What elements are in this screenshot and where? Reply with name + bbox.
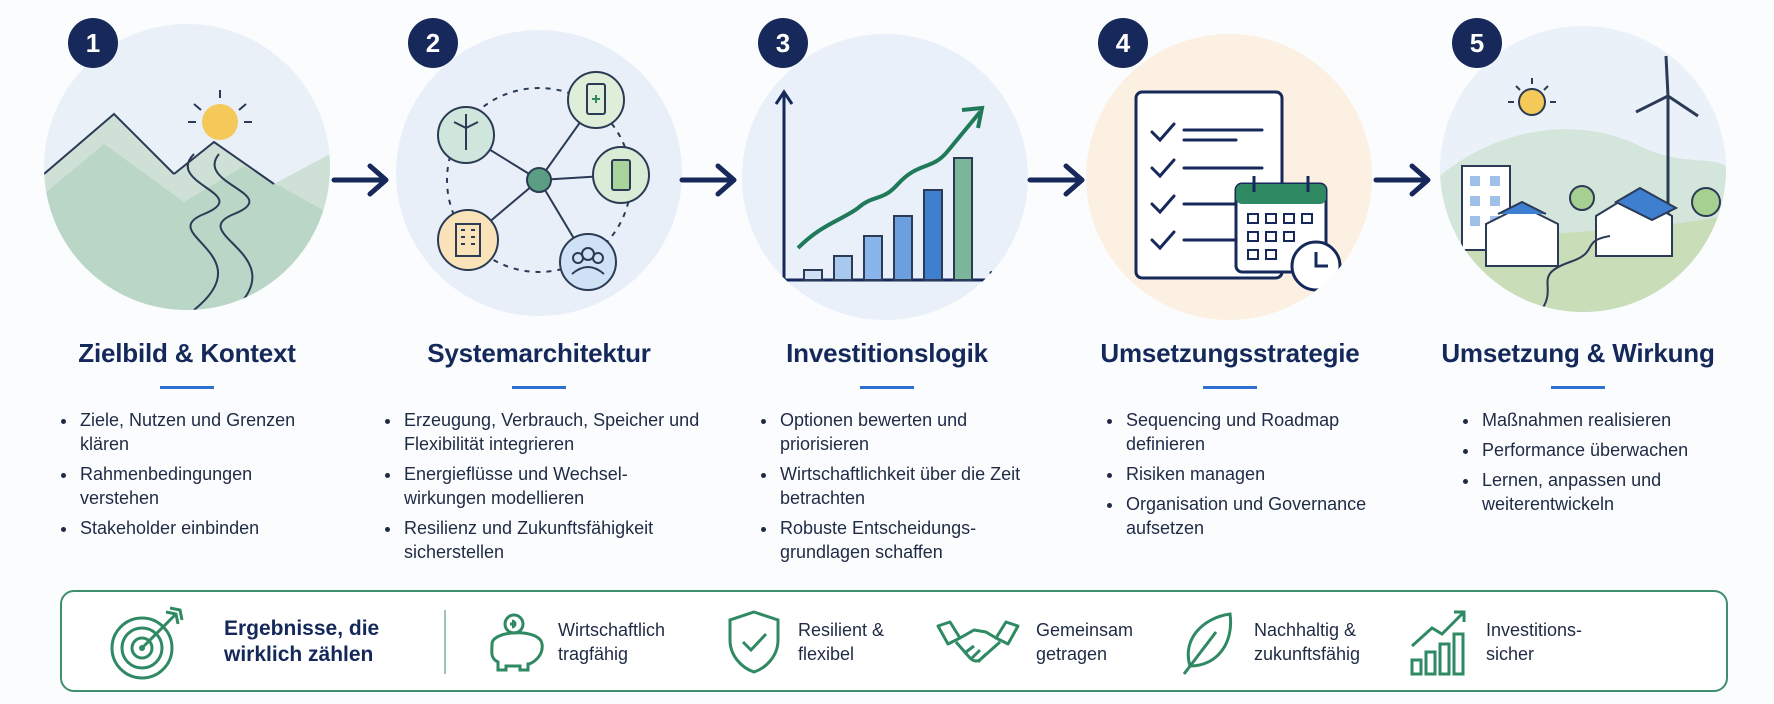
result-label-3: Gemeinsam getragen [1036, 620, 1134, 664]
handshake-icon [936, 620, 1020, 664]
results-heading: Ergebnisse, die wirklich zählen [224, 592, 394, 692]
network-icon [437, 71, 650, 291]
step-4-title: Umsetzungsstrategie [1100, 338, 1360, 368]
result-label-4: Nachhaltig & zukunftsfähig [1254, 620, 1361, 664]
step-1-number-badge: 1 [68, 18, 118, 68]
step-5-bullets: Maßnahmen realisieren Performance überwa… [1462, 408, 1740, 522]
results-heading-text: Ergebnisse, die wirklich zählen [224, 617, 380, 666]
step-3-underline [860, 386, 914, 389]
list-item: Optionen bewerten und priorisieren [778, 408, 1048, 456]
list-item: Stakeholder einbinden [78, 516, 318, 540]
results-divider [444, 610, 446, 674]
step-4-underline [1203, 386, 1257, 389]
step-5-underline [1551, 386, 1605, 389]
list-item: Energieflüsse und Wechsel-wirkungen mode… [402, 462, 702, 510]
list-item: Resilienz und Zukunftsfähigkeit sicherst… [402, 516, 702, 564]
list-item: Lernen, anpassen und weiterentwickeln [1480, 468, 1740, 516]
step-2-underline [512, 386, 566, 389]
sustainable-town-icon [1440, 55, 1726, 312]
list-item: Wirtschaftlichkeit über die Zeit betrach… [778, 462, 1048, 510]
step-4-bullets: Sequencing und Roadmap definieren Risike… [1106, 408, 1414, 546]
result-label-1: Wirtschaftlich tragfähig [558, 620, 666, 664]
result-item-2: Resilient & flexibel [798, 592, 908, 692]
result-item-5: Investitions-sicher [1486, 592, 1596, 692]
results-panel: Ergebnisse, die wirklich zählen Wirtscha… [60, 590, 1728, 692]
step-3-title: Investitionslogik [786, 338, 988, 368]
step-3-number-badge: 3 [758, 18, 808, 68]
step-4-illustration [1086, 34, 1372, 320]
bar-growth-icon [1410, 610, 1466, 676]
step-3-illustration [742, 34, 1028, 320]
step-5-number-badge: 5 [1452, 18, 1502, 68]
list-item: Sequencing und Roadmap definieren [1124, 408, 1414, 456]
target-icon [110, 606, 184, 680]
step-1-title: Zielbild & Kontext [78, 338, 296, 368]
arrow-right-icon [679, 163, 737, 197]
step-5-illustration [1440, 26, 1726, 312]
result-item-1: Wirtschaftlich tragfähig [558, 592, 688, 692]
result-item-3: Gemeinsam getragen [1036, 592, 1146, 692]
checklist-calendar-icon [1134, 90, 1342, 292]
arrow-right-icon [1373, 163, 1431, 197]
step-2-illustration [396, 30, 682, 316]
step-1-bullets: Ziele, Nutzen und Grenzen klären Rahmenb… [60, 408, 318, 546]
step-2-title: Systemarchitektur [427, 338, 651, 368]
list-item: Ziele, Nutzen und Grenzen klären [78, 408, 318, 456]
result-label-5: Investitions-sicher [1486, 620, 1583, 664]
step-5-title: Umsetzung & Wirkung [1441, 338, 1715, 368]
list-item: Performance überwachen [1480, 438, 1740, 462]
leaf-icon [1182, 612, 1233, 675]
landscape-icon [44, 90, 330, 310]
list-item: Erzeugung, Verbrauch, Speicher und Flexi… [402, 408, 702, 456]
list-item: Rahmenbedingungen verstehen [78, 462, 318, 510]
list-item: Maßnahmen realisieren [1480, 408, 1740, 432]
result-label-2: Resilient & flexibel [798, 620, 885, 664]
list-item: Organisation und Governance aufsetzen [1124, 492, 1414, 540]
step-3-bullets: Optionen bewerten und priorisieren Wirts… [760, 408, 1048, 570]
arrow-right-icon [1027, 163, 1085, 197]
arrow-right-icon [331, 163, 389, 197]
list-item: Robuste Entscheidungs-grundlagen schaffe… [778, 516, 1048, 564]
list-item: Risiken managen [1124, 462, 1414, 486]
piggy-bank-icon [490, 613, 544, 672]
step-2-bullets: Erzeugung, Verbrauch, Speicher und Flexi… [384, 408, 702, 570]
step-2-number-badge: 2 [408, 18, 458, 68]
shield-check-icon [728, 610, 780, 674]
growth-chart-icon [774, 89, 1005, 290]
step-4-number-badge: 4 [1098, 18, 1148, 68]
step-1-underline [160, 386, 214, 389]
step-1-illustration [44, 24, 330, 310]
result-item-4: Nachhaltig & zukunftsfähig [1254, 592, 1384, 692]
